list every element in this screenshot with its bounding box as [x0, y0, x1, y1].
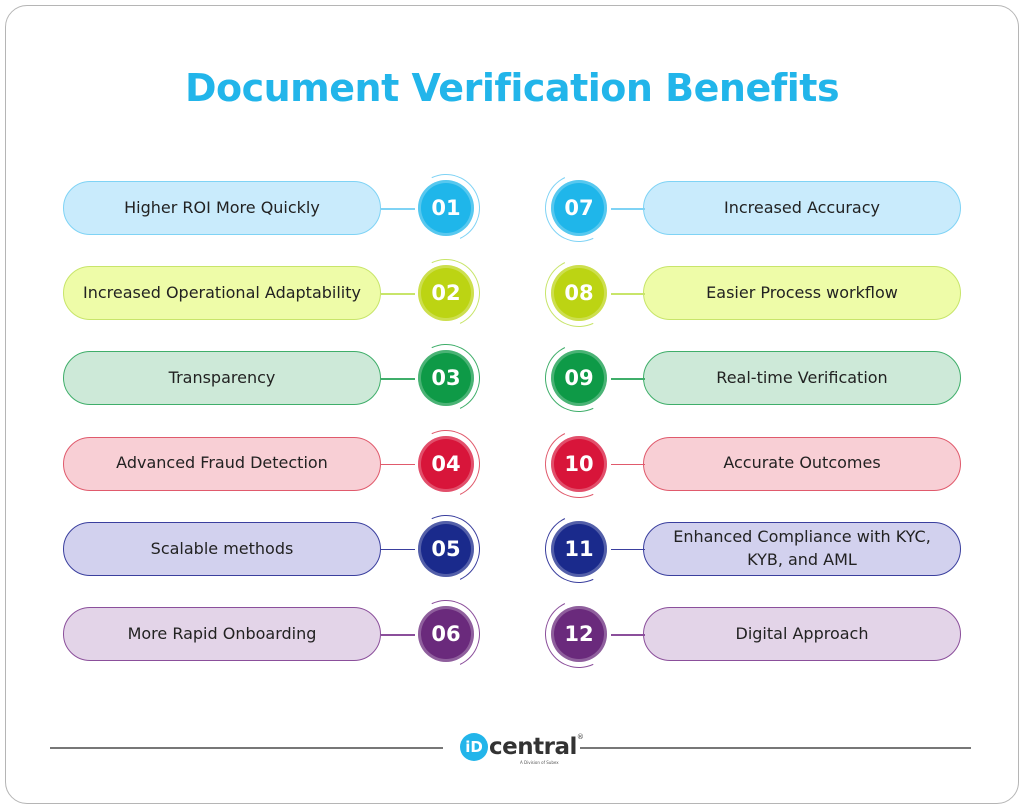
- connector-line: [611, 293, 645, 295]
- connector-line: [611, 548, 645, 551]
- logo-tagline: A Division of Subex: [520, 760, 559, 765]
- benefit-pill: Easier Process workflow: [643, 266, 961, 321]
- benefit-number: 11: [551, 520, 607, 577]
- logo-mark: iD: [460, 733, 488, 761]
- benefit-pill: Transparency: [63, 351, 381, 406]
- benefit-pill: Increased Operational Adaptability: [63, 266, 381, 321]
- benefit-pill: More Rapid Onboarding: [63, 607, 381, 661]
- connector-line: [381, 548, 415, 551]
- benefit-number: 04: [418, 435, 474, 492]
- benefit-number: 01: [418, 180, 474, 236]
- connector-line: [381, 293, 415, 295]
- benefit-number: 10: [551, 435, 607, 492]
- benefit-pill: Enhanced Compliance with KYC, KYB, and A…: [643, 521, 961, 576]
- benefit-number: 12: [551, 606, 607, 662]
- footer-divider-left: [50, 747, 443, 749]
- benefit-number: 02: [418, 265, 474, 322]
- benefit-number: 05: [418, 520, 474, 577]
- benefit-number: 03: [418, 350, 474, 407]
- footer-divider-right: [580, 747, 971, 749]
- benefit-number: 09: [551, 350, 607, 407]
- benefit-pill: Accurate Outcomes: [643, 436, 961, 491]
- connector-line: [381, 208, 415, 210]
- benefit-number: 07: [551, 180, 607, 236]
- benefit-number: 06: [418, 606, 474, 662]
- connector-line: [611, 378, 645, 380]
- idcentral-logo: iD central ® A Division of Subex: [460, 733, 584, 765]
- connector-line: [381, 378, 415, 380]
- logo-word: central: [489, 734, 577, 760]
- connector-line: [611, 208, 645, 210]
- infographic-frame: [5, 5, 1019, 804]
- page-title: Document Verification Benefits: [184, 66, 840, 110]
- benefit-pill: Scalable methods: [63, 521, 381, 576]
- benefit-pill: Real-time Verification: [643, 351, 961, 406]
- connector-line: [381, 634, 415, 636]
- benefit-pill: Digital Approach: [643, 607, 961, 661]
- benefit-number: 08: [551, 265, 607, 322]
- connector-line: [381, 463, 415, 466]
- benefit-pill: Higher ROI More Quickly: [63, 181, 381, 235]
- connector-line: [611, 463, 645, 466]
- connector-line: [611, 634, 645, 636]
- benefit-pill: Advanced Fraud Detection: [63, 436, 381, 491]
- benefit-pill: Increased Accuracy: [643, 181, 961, 235]
